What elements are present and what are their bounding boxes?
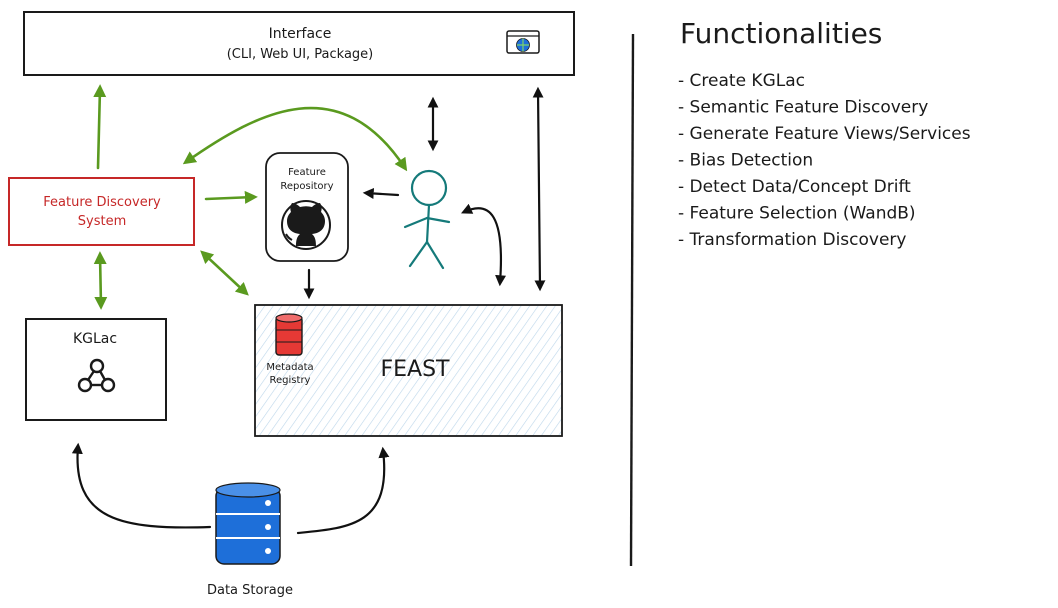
arrow-fds-to-interface — [93, 84, 107, 170]
stick-figure-icon — [403, 169, 451, 270]
functionalities-title: Functionalities — [680, 17, 882, 50]
arrow-storage-to-feast — [296, 446, 390, 535]
functionality-item: - Transformation Discovery — [678, 230, 906, 250]
functionalities-panel: Functionalities - Create KGLac - Semantic… — [678, 17, 971, 250]
functionality-item: - Create KGLac — [678, 71, 805, 91]
arrow-fds-kglac — [93, 251, 108, 310]
arrow-fds-user — [182, 106, 408, 172]
black-arrows — [71, 86, 546, 535]
feast-title: FEAST — [380, 357, 450, 382]
fds-label-line2: System — [78, 214, 126, 229]
functionality-item: - Bias Detection — [678, 151, 813, 171]
fds-label-line1: Feature Discovery — [43, 195, 161, 210]
data-storage: Data Storage — [207, 482, 293, 598]
globe-window-icon — [506, 30, 540, 54]
github-icon — [281, 200, 331, 250]
kglac-title: KGLac — [73, 331, 117, 347]
arrow-fds-to-repo — [204, 190, 258, 204]
arrow-storage-to-kglac — [71, 442, 212, 529]
arrow-fds-feast — [200, 250, 249, 296]
registry-label-line2: Registry — [270, 375, 311, 386]
functionality-item: - Feature Selection (WandB) — [678, 204, 916, 224]
interface-title: Interface — [269, 26, 332, 42]
registry-label-line1: Metadata — [266, 362, 313, 373]
kglac-box: KGLac — [25, 318, 167, 421]
vertical-divider — [629, 33, 635, 567]
functionalities-list: - Create KGLac - Semantic Feature Discove… — [678, 71, 971, 250]
data-storage-label: Data Storage — [207, 583, 293, 598]
graph-nodes-icon — [77, 358, 116, 393]
repo-label-line2: Repository — [280, 181, 333, 192]
feature-discovery-system-box: Feature Discovery System — [8, 177, 195, 246]
functionality-item: - Generate Feature Views/Services — [678, 124, 971, 144]
interface-box: Interface (CLI, Web UI, Package) — [23, 11, 575, 76]
green-arrows — [93, 84, 408, 310]
database-icon — [215, 482, 281, 565]
functionality-item: - Detect Data/Concept Drift — [678, 177, 911, 197]
interface-subtitle: (CLI, Web UI, Package) — [227, 47, 374, 62]
metadata-registry-db-icon — [275, 313, 303, 356]
repo-label-line1: Feature — [288, 167, 326, 178]
feature-repository-box: Feature Repository — [265, 152, 349, 262]
arrow-user-to-repo — [362, 187, 400, 199]
feast-box: FEAST Metadata Registry — [254, 304, 563, 437]
arrow-user-feast — [461, 203, 507, 287]
arrow-interface-feast — [532, 86, 546, 292]
functionality-item: - Semantic Feature Discovery — [678, 98, 928, 118]
